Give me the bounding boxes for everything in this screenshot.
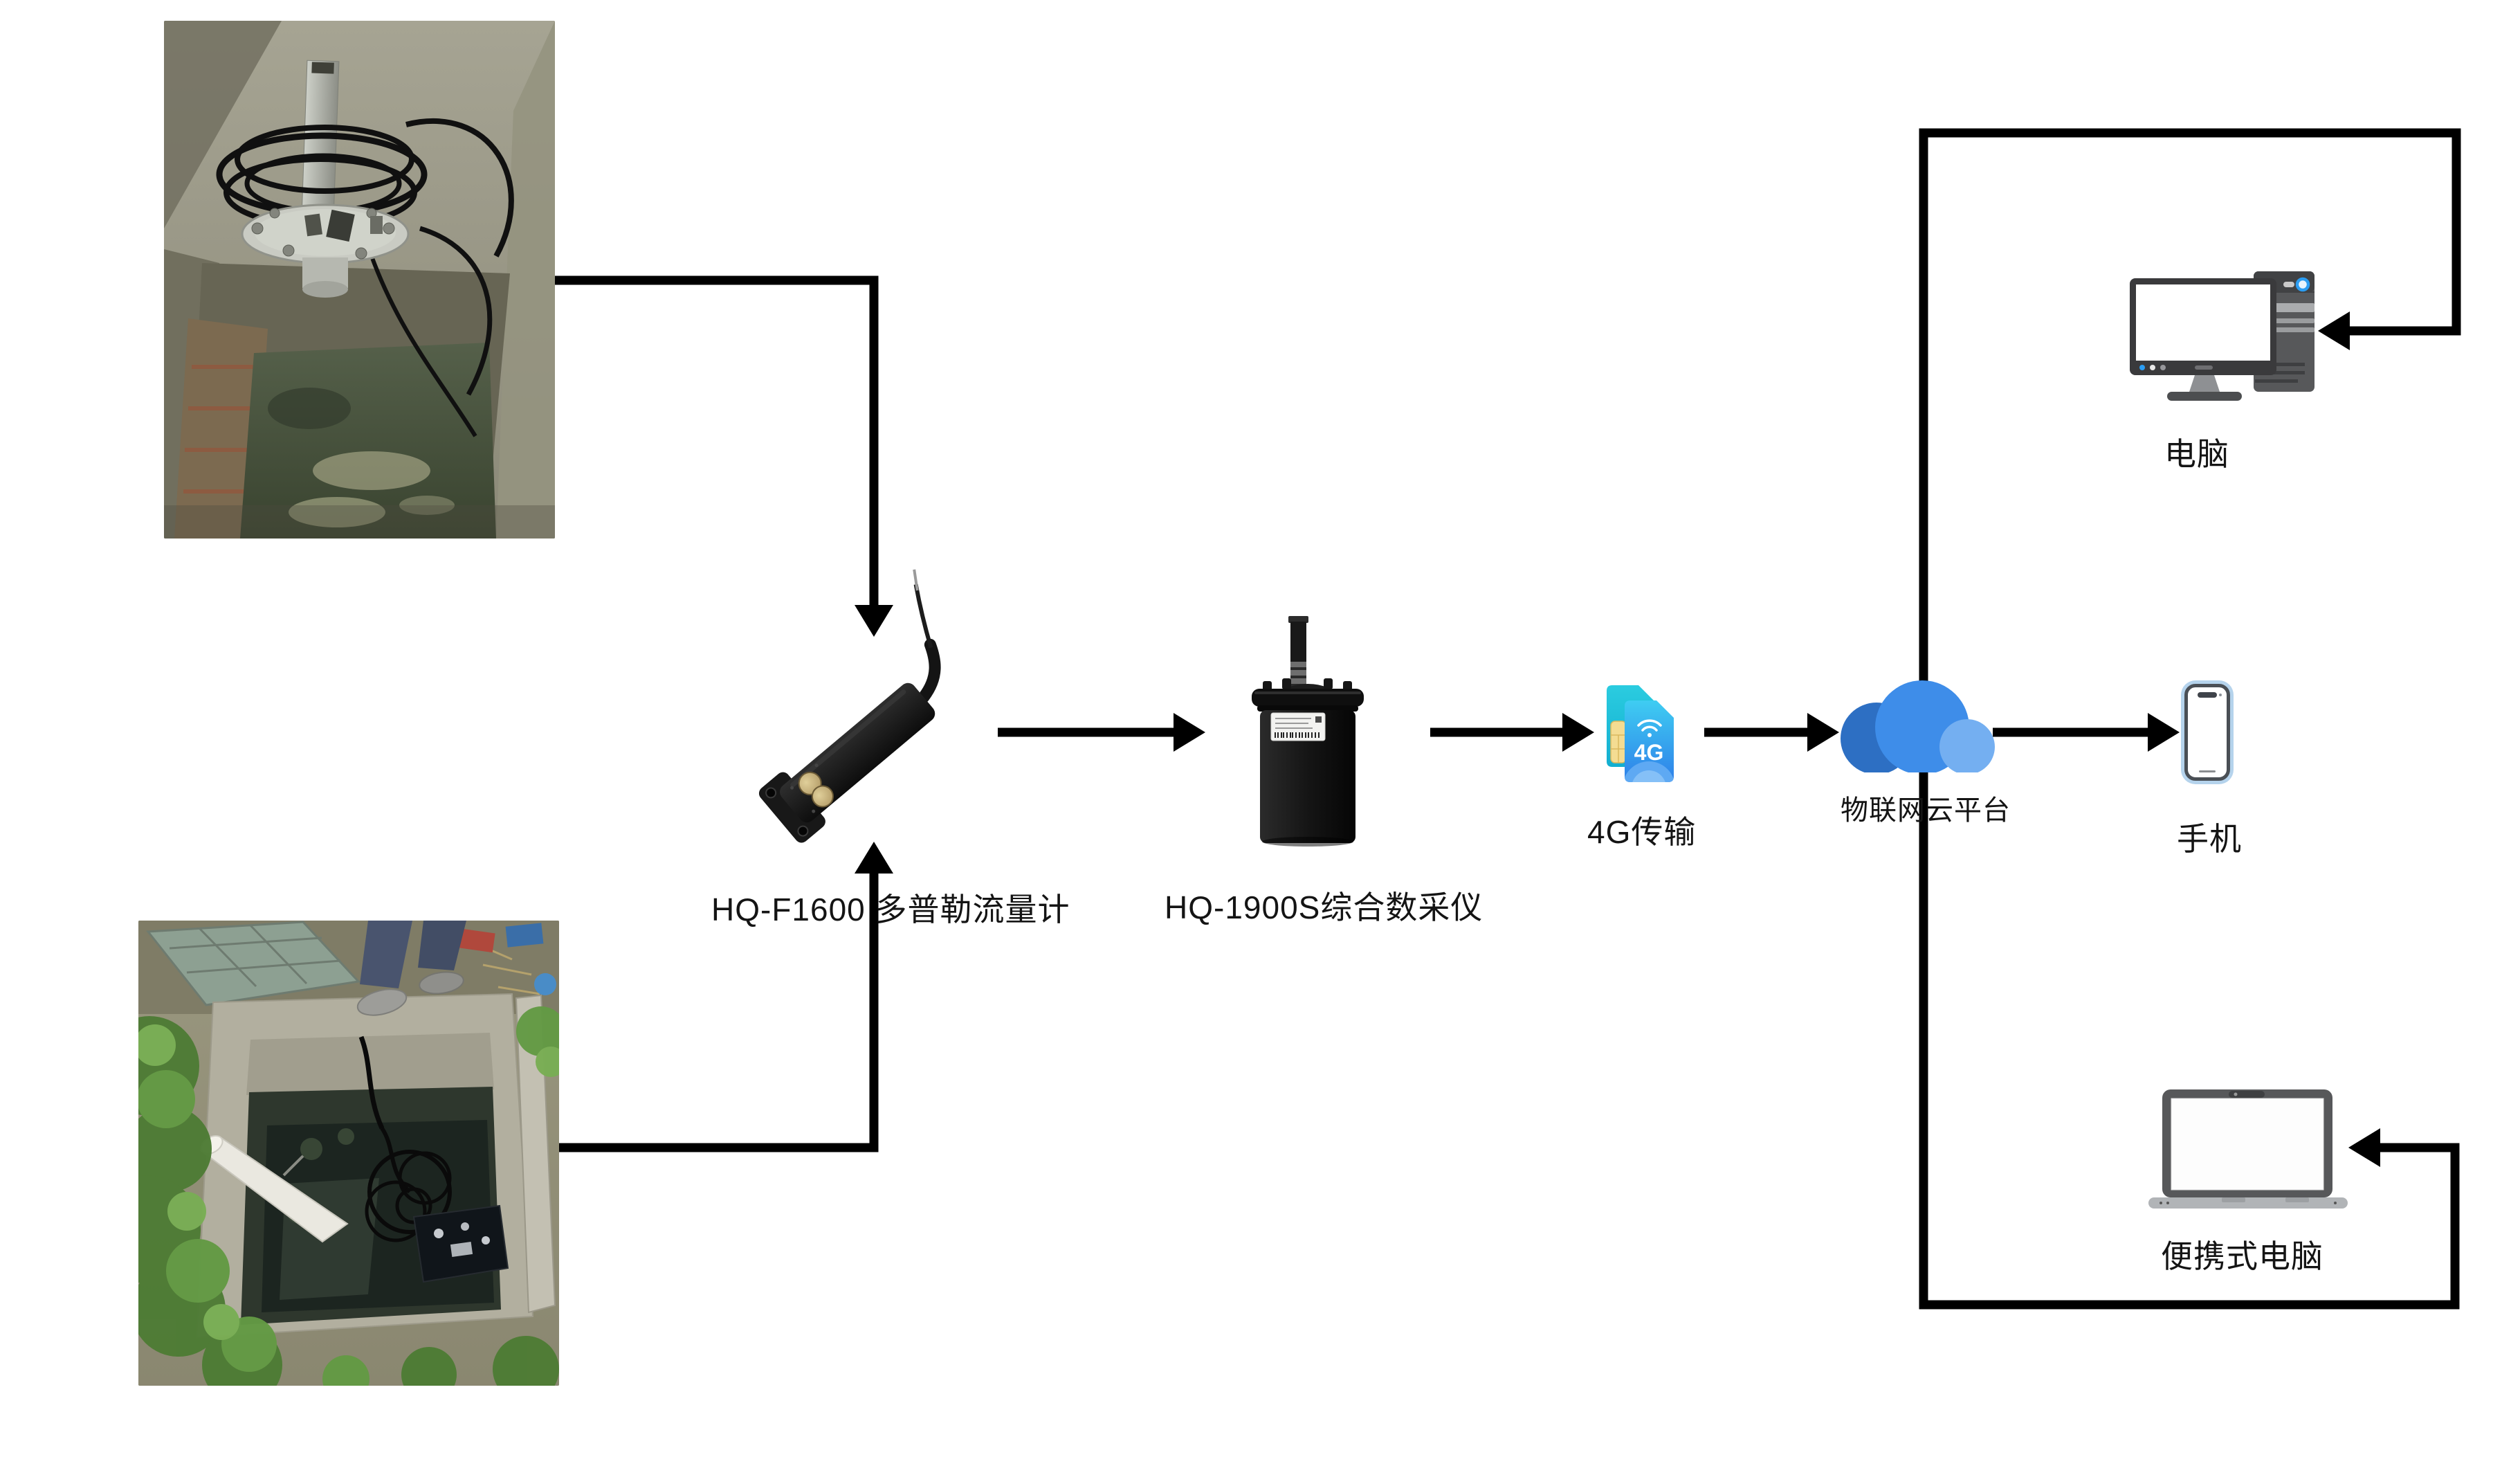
home-indicator: [2199, 770, 2216, 772]
sim-4g-badge: 4G: [1634, 740, 1664, 765]
cloud-platform-label: 物联网云平台: [1841, 795, 2011, 826]
wifi-arcs-icon: [1637, 719, 1662, 732]
phone-label: 手机: [2177, 821, 2242, 857]
well-photo-top-art: [164, 21, 555, 539]
laptop-label: 便携式电脑: [2161, 1238, 2323, 1274]
power-button-icon: [2295, 277, 2310, 292]
arrowheads: [855, 311, 2380, 1167]
instrument-plate: [412, 1204, 509, 1283]
cloud-icon: [1837, 675, 2003, 779]
4g-transmission-label: 4G传输: [1587, 814, 1697, 850]
worker-legs: [356, 921, 466, 1016]
well-photo-bottom: [138, 921, 559, 1386]
sim-4g-icon: 4G: [1603, 682, 1677, 783]
smartphone-icon: [2184, 684, 2230, 781]
data-logger-image: [1242, 609, 1373, 851]
cable-tangle: [358, 1035, 452, 1242]
antenna: [1288, 616, 1308, 695]
flange-plate: [241, 203, 410, 298]
monitor: [2130, 278, 2276, 401]
foliage: [138, 1006, 559, 1386]
desktop-computer-icon: [2117, 257, 2325, 406]
flowmeter-label: HQ-F1600 多普勒流量计: [711, 892, 1070, 927]
computer-label: 电脑: [2164, 436, 2229, 472]
manhole-cover: [146, 921, 361, 1006]
transducer-2: [811, 785, 834, 808]
well-photo-bottom-art: [138, 921, 559, 1386]
label-sticker: [1270, 712, 1326, 741]
doppler-flowmeter-image: [754, 569, 1010, 871]
camera-notch-icon: [2229, 1091, 2265, 1098]
arrow-bottom-photo-to-flowmeter: [558, 872, 879, 1152]
sim-chip: [1610, 721, 1627, 763]
data-logger-label: HQ-1900S综合数采仪: [1165, 889, 1483, 925]
cable-boot: [917, 638, 941, 703]
cable: [913, 583, 933, 649]
laptop-icon: [2147, 1088, 2349, 1211]
camera-notch-icon: [2198, 692, 2222, 698]
arrow-top-photo-to-flowmeter: [554, 275, 879, 606]
well-photo-top: [164, 21, 555, 539]
wood-plank: [515, 994, 556, 1314]
